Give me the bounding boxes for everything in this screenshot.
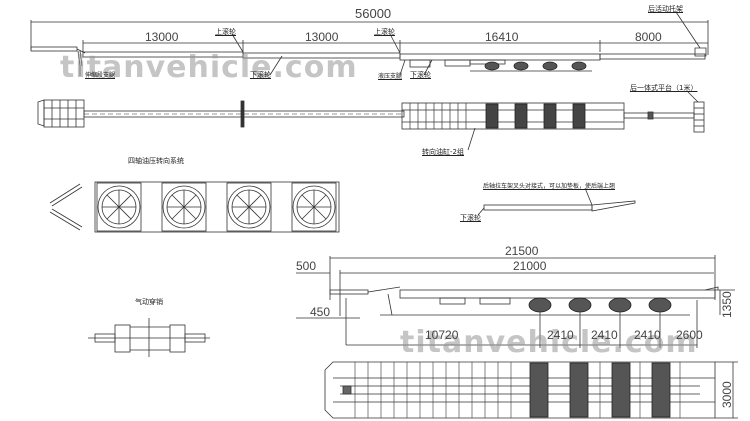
pneumatic-pin-title: 气动穿销: [135, 298, 163, 306]
label-lower-roller-3: 下滚轮: [460, 214, 481, 222]
dim-kingpin-450: 450: [310, 305, 331, 319]
dim-width-3000: 3000: [720, 381, 734, 408]
label-rear-platform: 后一体式平台（1米）: [630, 84, 698, 92]
dim-axle-2600: 2600: [676, 328, 703, 342]
dim-axle-2410-a: 2410: [547, 328, 574, 342]
label-upper-roller-1: 上滚轮: [215, 28, 236, 36]
dim-seg-4: 8000: [635, 30, 662, 44]
label-lower-roller-1: 下滚轮: [250, 71, 271, 79]
label-landing-gear: 伸缩段支腿: [85, 72, 116, 79]
label-hydraulic-support: 液压支腿: [378, 73, 403, 80]
label-steering-cylinder: 转向油缸-2组: [422, 148, 464, 156]
dim-overall-56000: 56000: [355, 6, 392, 21]
dim-seg-1: 13000: [145, 30, 179, 44]
label-rear-movable-bracket: 后活动托架: [648, 5, 683, 13]
dim-height-1350: 1350: [720, 291, 734, 318]
dim-axle-10720: 10720: [425, 328, 459, 342]
dim-seg-3: 16410: [485, 30, 519, 44]
dim-front-500: 500: [296, 259, 317, 273]
watermark-top: titanvehicle.com: [60, 50, 358, 85]
steering-system-title: 四轴油压转向系统: [128, 157, 184, 165]
dim-axle-2410-b: 2410: [591, 328, 618, 342]
dim-overall-21500: 21500: [505, 244, 539, 258]
dim-seg-2: 13000: [305, 30, 339, 44]
watermark-bottom: titanvehicle.com: [400, 325, 698, 360]
label-lower-roller-2: 下滚轮: [410, 71, 431, 79]
dim-deck-21000: 21000: [513, 259, 547, 273]
dim-axle-2410-c: 2410: [634, 328, 661, 342]
rear-frame-note: 后轴拉车架叉头对接式，可以加垫板，使后端上翘: [483, 183, 616, 190]
label-upper-roller-2: 上滚轮: [374, 28, 395, 36]
